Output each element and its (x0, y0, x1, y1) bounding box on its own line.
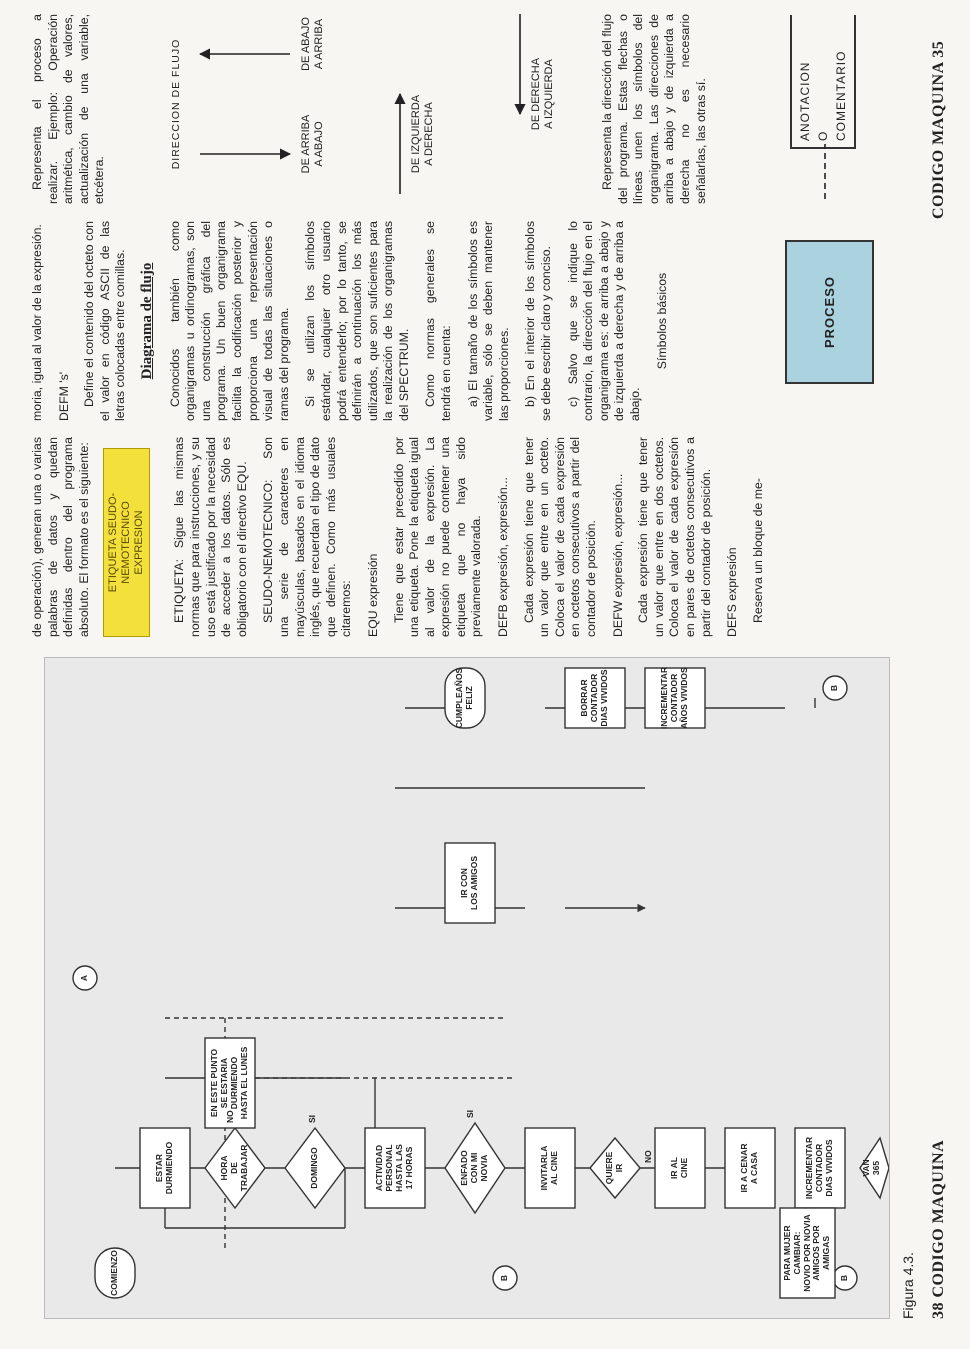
text-column-3b: Representa la dirección del flujo del pr… (600, 14, 720, 204)
col2-h-defm: DEFM 's' (56, 371, 71, 421)
col1-h-defb: DEFB expresión, expresión... (496, 477, 511, 637)
col2-p3: Conocidos también como organigramas u or… (167, 221, 291, 421)
right-head-title: CODIGO MAQUINA (930, 62, 947, 219)
text-column-2: moria, igual al valor de la expresión. D… (30, 221, 681, 421)
fc-label-si2: SI (465, 1109, 475, 1118)
right-running-head: CODIGO MAQUINA 35 (930, 41, 948, 219)
col1-p3: SEUDO-NEMOTECNICO: Son una serie de cara… (261, 437, 354, 637)
fc-inc-dias: INCREMENTAR CONTADOR DIAS VIVIDOS (804, 1136, 834, 1200)
anotacion-connector (824, 144, 826, 199)
left-page-number: 38 (930, 1302, 947, 1319)
section-title: Diagrama de flujo (138, 262, 155, 380)
fc-cenar: IR A CENAR A CASA (739, 1143, 759, 1193)
dir-abajo-arriba: DE ABAJO A ARRIBA (300, 17, 325, 71)
syntax-highlight: ETIQUETA SEUDO-NEMOTECNICO EXPRESION (103, 448, 151, 637)
fc-connector-b2: B (829, 684, 840, 692)
anotacion-symbol: ANOTACION O COMENTARIO (790, 15, 856, 149)
col2-p8: c) Salvo que se indique lo contrario, la… (565, 221, 642, 421)
highlight-line-1: ETIQUETA SEUDO-NEMOTECNICO (107, 492, 133, 593)
proceso-symbol: PROCESO (785, 240, 874, 384)
col1-p7: Reserva un bloque de me- (750, 478, 765, 623)
fc-connector-a: A (79, 974, 90, 982)
col2-p5: Como normas generales se tendrá en cuent… (423, 221, 454, 421)
anot-line-2: O (816, 130, 830, 141)
dir-title: DIRECCION DE FLUJO (170, 38, 182, 170)
col1-p4: Tiene que estar precedido por una etique… (391, 437, 484, 637)
fc-cumple: CUMPLEAÑOS FELIZ (454, 667, 474, 729)
highlight-line-2: EXPRESION (133, 510, 146, 575)
figure-caption: Figura 4.3. (900, 1252, 916, 1319)
left-head-title: CODIGO MAQUINA (930, 1139, 947, 1298)
flow-direction-arrows (198, 14, 526, 194)
fc-hora: HORA DE TRABAJAR (219, 1144, 249, 1192)
fc-amigos: IR CON LOS AMIGOS (459, 856, 479, 910)
fc-label-si: SI (307, 1114, 317, 1123)
col1-p5: Cada expresión tiene que tener un valor … (521, 437, 599, 637)
col2-p7: b) En el interior de los símbolos se deb… (523, 221, 554, 421)
col1-p2: ETIQUETA: Sigue las mismas normas que pa… (172, 437, 249, 637)
col2-p4: Si se utilizan los símbolos estándar, cu… (303, 221, 411, 421)
fc-domingo: DOMINGO (309, 1147, 320, 1189)
fc-cine: IR AL CINE (669, 1157, 689, 1179)
flowchart-lines (72, 667, 889, 1299)
anot-line-1: ANOTACION (798, 61, 812, 141)
col2-p1: moria, igual al valor de la expresión. (30, 224, 44, 421)
col2-p2: Define el contenido del octeto con el va… (82, 221, 128, 421)
col1-p1: de operación), generan una o varias pala… (30, 437, 91, 637)
col1-h-equ: EQU expresión (365, 553, 380, 637)
fc-estar: ESTAR DURMIENDO (154, 1141, 174, 1195)
fc-quiere: QUIERE IR (604, 1151, 624, 1185)
flowchart-panel: COMIENZO ESTAR DURMIENDO HORA DE TRABAJA… (44, 657, 890, 1319)
col1-h-defs: DEFS expresión (725, 547, 740, 637)
dir-izq-der: DE IZQUIERDA A DERECHA (410, 94, 435, 174)
fc-actividad: ACTIVIDAD PERSONAL HASTA LAS 17 HORAS (374, 1144, 414, 1192)
col3-p1: Representa el proceso a realizar. Ejempl… (30, 14, 107, 204)
fc-label-no2: NO (643, 1150, 653, 1163)
anot-line-3: COMENTARIO (834, 50, 848, 141)
text-column-1: de operación), generan una o varias pala… (30, 437, 777, 637)
col1-p6: Cada expresión tiene que tener un valor … (636, 437, 713, 637)
fc-enfado: ENFADO CON MI NOVIA (459, 1150, 489, 1186)
fc-connector-b: B (499, 1274, 510, 1282)
fc-inc-anos: INCREMENTAR CONTADOR AÑOS VIVIDOS (659, 666, 689, 730)
fc-invitarla: INVITARLA AL CINE (539, 1145, 559, 1191)
fc-start: COMIENZO (109, 1250, 120, 1296)
col3-p2: Representa la dirección del flujo del pr… (600, 14, 708, 204)
fc-label-no: NO (225, 1110, 235, 1123)
text-column-3: Representa el proceso a realizar. Ejempl… (30, 14, 119, 204)
left-running-head: 38 CODIGO MAQUINA (930, 1140, 948, 1319)
fc-note-mujer: PARA MUJER CAMBIAR: NOVIO POR NOVIA AMIG… (782, 1214, 832, 1292)
right-page-number: 35 (930, 40, 947, 58)
fc-van: VAN 365 (861, 1159, 881, 1177)
col2-p6: a) El tamaño de los símbolos es variable… (465, 221, 511, 421)
dir-der-izq: DE DERECHA A IZQUIERDA (530, 57, 555, 131)
fc-borrar: BORRAR CONTADOR DIAS VIVIDOS (579, 669, 609, 727)
col1-h-defw: DEFW expresión, expresión... (610, 473, 625, 637)
dir-arriba-abajo: DE ARRIBA A ABAJO (300, 114, 325, 174)
col2-simbolos: Símbolos básicos (654, 272, 669, 370)
fc-connector-b3: B (839, 1274, 850, 1282)
